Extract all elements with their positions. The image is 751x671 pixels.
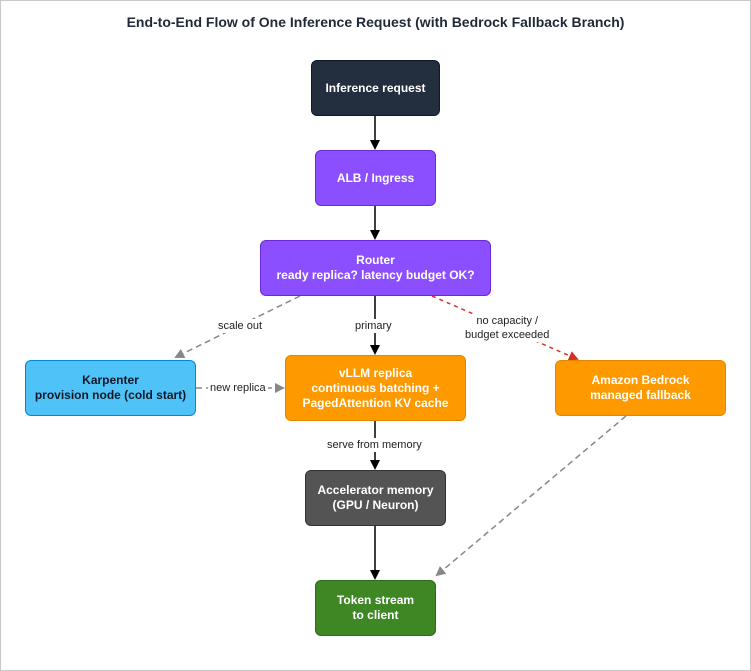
edge-label-scale-out: scale out [216, 319, 265, 333]
edge-label-new-replica: new replica [208, 381, 268, 395]
node-vllm-replica: vLLM replica continuous batching + Paged… [285, 355, 466, 421]
edge-label-serve-from-memory: serve from memory [325, 438, 424, 452]
node-accelerator-memory: Accelerator memory (GPU / Neuron) [305, 470, 446, 526]
node-alb-ingress: ALB / Ingress [315, 150, 436, 206]
edge-label-primary: primary [353, 319, 394, 333]
node-karpenter: Karpenter provision node (cold start) [25, 360, 196, 416]
node-amazon-bedrock: Amazon Bedrock managed fallback [555, 360, 726, 416]
edge-label-fallback: no capacity / budget exceeded [463, 314, 552, 342]
node-inference-request: Inference request [311, 60, 440, 116]
edge-bedrock-to-token [435, 415, 627, 577]
edge-router-to-karpenter [174, 295, 301, 358]
edge-router-to-bedrock [431, 295, 579, 361]
diagram-title: End-to-End Flow of One Inference Request… [126, 14, 625, 30]
node-router: Router ready replica? latency budget OK? [260, 240, 491, 296]
node-token-stream: Token stream to client [315, 580, 436, 636]
